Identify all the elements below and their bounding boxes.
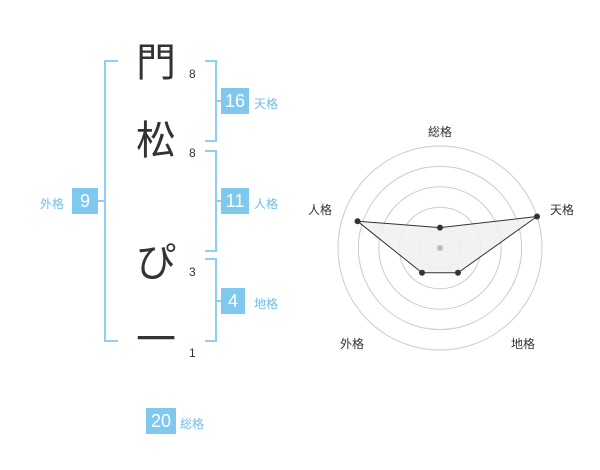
tenkaku-connector xyxy=(216,100,221,102)
radar-label-jinkaku: 人格 xyxy=(308,203,333,217)
stroke-count-3: 3 xyxy=(189,265,196,279)
name-char-2: 松 xyxy=(136,118,176,164)
name-char-4: 一 xyxy=(136,317,176,363)
gaikaku-value: 9 xyxy=(72,188,98,214)
radar-label-gaikaku: 外格 xyxy=(340,337,365,351)
radar-area xyxy=(355,216,538,274)
radar-points xyxy=(354,213,541,276)
radar-point-2 xyxy=(534,213,541,220)
gaikaku-label: 外格 xyxy=(40,197,65,211)
radar-ring-5 xyxy=(337,145,543,351)
radar-label-chikaku: 地格 xyxy=(511,337,536,351)
name-char-3: ぴ xyxy=(136,240,176,286)
name-char-1: 門 xyxy=(136,40,176,86)
soukaku-label: 総格 xyxy=(180,417,205,431)
radar-point-4 xyxy=(419,269,426,276)
soukaku-value: 20 xyxy=(146,408,176,434)
stroke-count-4: 1 xyxy=(189,346,196,360)
radar-point-5 xyxy=(354,218,361,225)
gaikaku-connector xyxy=(98,200,104,202)
chikaku-connector xyxy=(216,300,221,302)
stroke-count-2: 8 xyxy=(189,146,196,160)
radar-point-1 xyxy=(437,224,443,231)
chikaku-value: 4 xyxy=(221,288,245,314)
radar-ring-3 xyxy=(378,186,502,310)
jinkaku-label: 人格 xyxy=(254,197,279,211)
stroke-count-1: 8 xyxy=(189,67,196,81)
radar-center xyxy=(437,245,443,251)
tenkaku-label: 天格 xyxy=(254,97,279,111)
chikaku-label: 地格 xyxy=(254,297,279,311)
gaikaku-bracket xyxy=(104,60,118,342)
jinkaku-connector xyxy=(216,200,221,202)
radar-label-soukaku: 総格 xyxy=(428,125,453,139)
radar-label-tenkaku: 天格 xyxy=(550,203,575,217)
jinkaku-value: 11 xyxy=(221,188,249,214)
radar-ring-4 xyxy=(357,165,523,331)
radar-point-3 xyxy=(454,269,461,276)
tenkaku-value: 16 xyxy=(221,88,249,114)
